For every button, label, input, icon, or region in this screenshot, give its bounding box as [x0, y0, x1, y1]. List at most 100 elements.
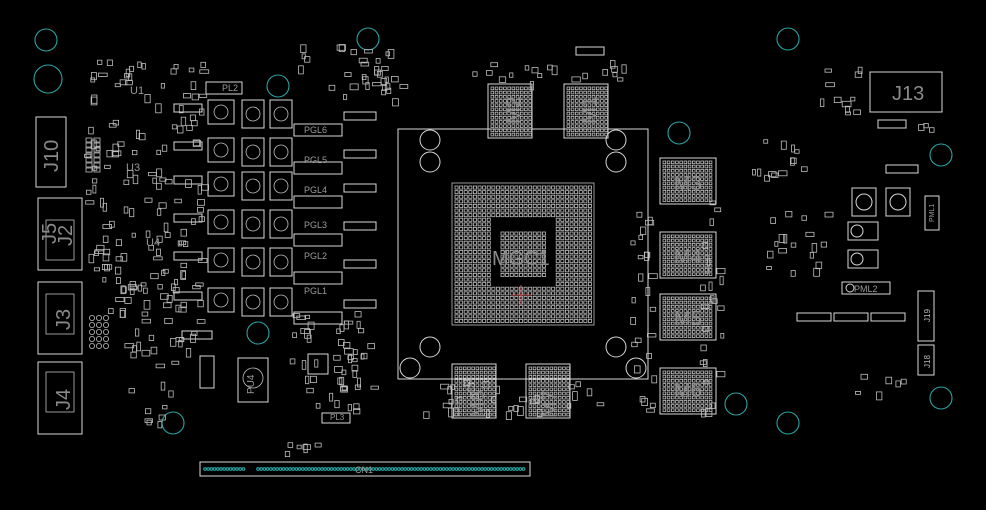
pcb-pad [528, 190, 533, 195]
pcb-pad [523, 318, 528, 323]
pcb-pad [532, 213, 537, 218]
pcb-pad [189, 114, 196, 122]
pcb-pad [855, 390, 861, 395]
pcb-pad [708, 259, 713, 264]
pcb-pad [364, 467, 369, 471]
pcb-pad [503, 120, 507, 124]
pcb-pad [671, 268, 675, 272]
pcb-pad [587, 132, 592, 137]
pcb-pad [467, 366, 471, 371]
pcb-pad [662, 160, 667, 165]
pcb-pad [532, 391, 537, 396]
pcb-pad [560, 268, 565, 273]
pcb-pad [801, 166, 808, 172]
pcb-pad [578, 240, 583, 245]
pcb-pad [801, 215, 808, 221]
pcb-pad [790, 242, 797, 248]
pcb-pad [569, 259, 574, 264]
pcb-pad [518, 467, 523, 471]
pcb-pad [679, 268, 683, 272]
pcb-pad [671, 321, 675, 326]
pcb-pad [610, 60, 616, 69]
pcb-pad [596, 128, 600, 133]
pcb-pad [662, 334, 667, 338]
pcb-pad [679, 168, 683, 173]
pcb-pad [646, 353, 652, 359]
pcb-pad [565, 282, 569, 287]
pcb-pad [500, 286, 505, 291]
pcb-pad [96, 244, 105, 252]
pcb-pad [498, 128, 503, 133]
pcb-pad [475, 400, 480, 404]
pcb-pad [454, 291, 459, 296]
pcb-pad [428, 467, 433, 471]
pcb-pad [454, 314, 459, 319]
pcb-pad [520, 120, 524, 124]
pcb-pad [774, 241, 779, 247]
pcb-pad [588, 314, 592, 319]
pcb-pad [648, 216, 653, 226]
pcb-pad [491, 291, 496, 296]
pcb-pad [708, 177, 713, 181]
pcb-pad [549, 366, 554, 371]
pcb-pad [482, 295, 487, 300]
pcb-pad [569, 263, 574, 268]
pcb-pad [337, 339, 345, 346]
pcb-pad [483, 395, 488, 400]
pcb-pad [565, 222, 569, 227]
pcb-pad [560, 226, 565, 231]
pcb-pad [528, 404, 533, 408]
pcb-pad [696, 238, 700, 243]
pcb-pad [241, 137, 265, 167]
pcb-pad [553, 383, 558, 387]
pcb-pad [507, 103, 511, 107]
label-u3: U3 [126, 162, 140, 174]
pcb-pad [459, 194, 464, 199]
pcb-pad [542, 291, 546, 296]
pcb-pad [570, 95, 575, 99]
pcb-pad [459, 190, 464, 195]
pcb-pad [574, 203, 579, 208]
pcb-pad [84, 153, 92, 159]
pcb-pad [137, 61, 142, 68]
pcb-pad [696, 374, 700, 379]
pcb-pad [454, 236, 459, 241]
pcb-pad [687, 313, 692, 317]
pcb-pad [95, 145, 101, 152]
pcb-pad [662, 304, 667, 309]
pcb-pad [566, 374, 570, 379]
pcb-pad [500, 318, 505, 323]
pcb-pad [679, 198, 683, 202]
pcb-pad [307, 467, 312, 471]
pcb-pad [514, 318, 519, 323]
pcb-pad [531, 67, 539, 74]
pcb-pad [560, 305, 565, 310]
pcb-pad [174, 279, 178, 286]
pcb-pad [578, 226, 583, 231]
pcb-pad [153, 256, 163, 261]
pcb-pad [574, 254, 579, 259]
pcb-pad [541, 412, 545, 417]
pcb-pad [454, 185, 459, 190]
pcb-pad [709, 200, 716, 206]
pcb-pad [570, 90, 575, 95]
pcb-pad [683, 268, 688, 272]
pcb-pad [560, 314, 565, 319]
pcb-pad [704, 177, 709, 181]
pcb-pad [574, 314, 579, 319]
pcb-pad [570, 124, 575, 128]
memory-chips [451, 83, 717, 419]
pcb-pad [532, 185, 537, 190]
pcb-pad [845, 105, 850, 113]
pcb-pad [700, 370, 704, 375]
pcb-pad [131, 149, 138, 156]
pcb-pad [468, 190, 473, 195]
pcb-pad [583, 263, 588, 268]
pcb-pad [696, 272, 700, 276]
pcb-pad [687, 378, 692, 383]
pcb-pad [675, 255, 679, 260]
pcb-pad [490, 111, 495, 116]
pcb-pad [596, 99, 600, 103]
pcb-pad [242, 367, 264, 389]
pcb-pad [588, 226, 592, 231]
